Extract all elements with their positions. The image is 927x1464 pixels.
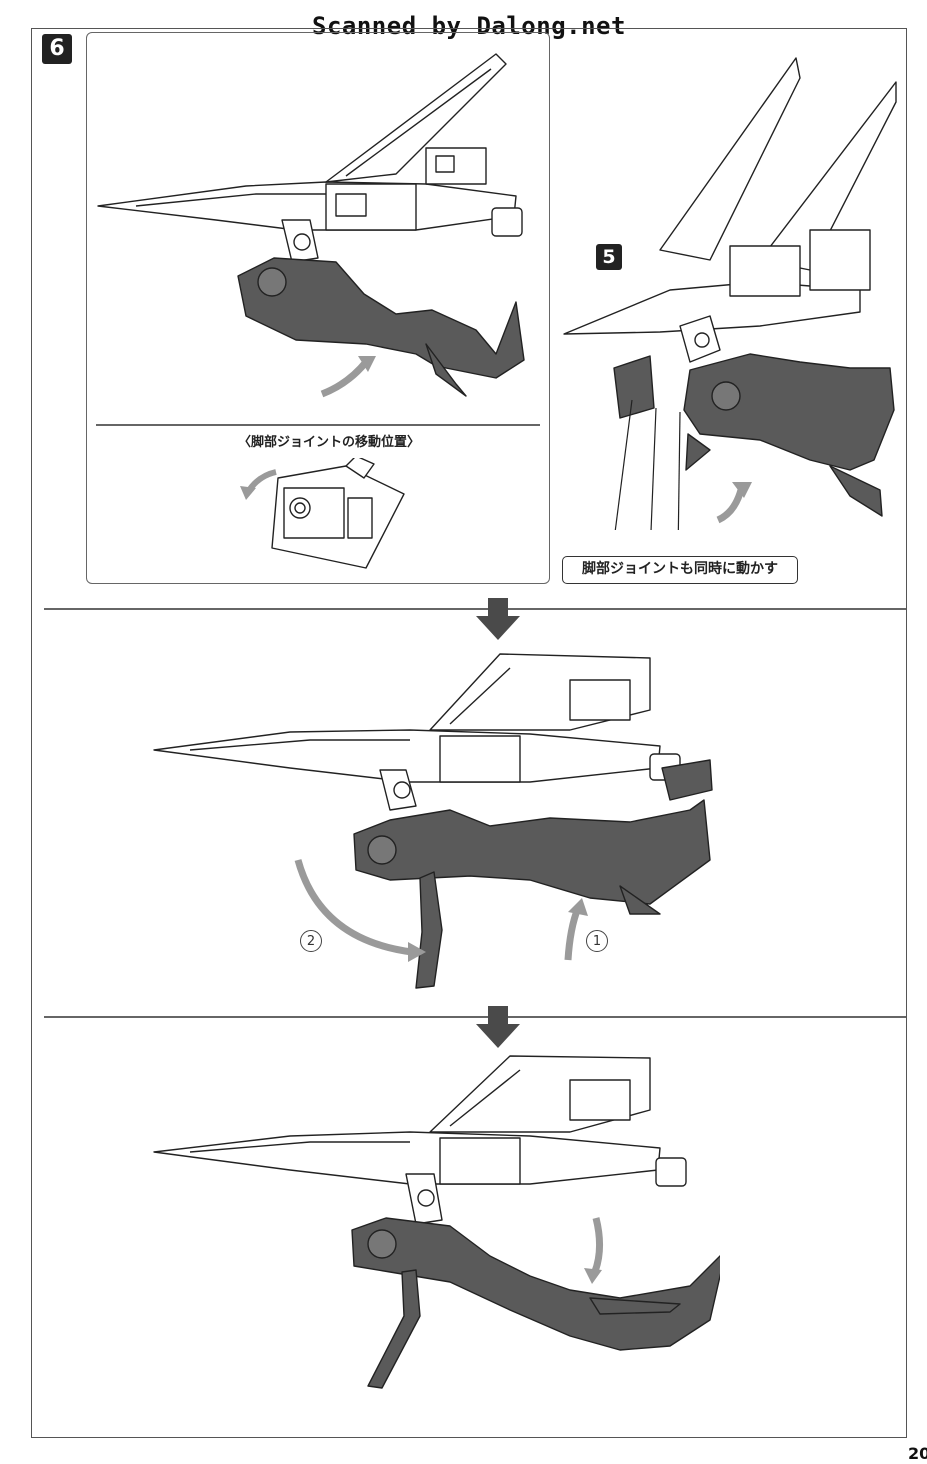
curved-arrow-icon xyxy=(590,1217,603,1276)
step-6-main-illustration xyxy=(97,53,525,398)
arrow-down-icon xyxy=(476,1006,520,1048)
step-6-panel xyxy=(86,32,550,584)
page-number: 20 xyxy=(908,1444,927,1463)
step-number-5: 5 xyxy=(596,244,622,270)
curved-arrow-icon xyxy=(320,359,369,398)
page-frame xyxy=(31,28,907,1438)
inner-divider xyxy=(96,424,540,426)
joint-position-caption: 〈脚部ジョイントの移動位置〉 xyxy=(238,435,421,450)
joint-position-inset xyxy=(240,458,405,569)
arrow-down-icon xyxy=(476,598,520,640)
watermark-text: Scanned by Dalong.net xyxy=(312,12,626,40)
joint-move-callout: 脚部ジョイントも同時に動かす xyxy=(562,556,798,584)
curved-arrow-icon xyxy=(716,485,746,524)
middle-step-illustration xyxy=(153,653,713,989)
section-divider-1 xyxy=(44,608,906,610)
curved-arrow-icon xyxy=(564,906,582,961)
step-number-6: 6 xyxy=(42,34,72,64)
order-mark-1: 1 xyxy=(586,930,608,952)
order-mark-2: 2 xyxy=(300,930,322,952)
curved-arrow-icon xyxy=(294,859,413,956)
bottom-step-illustration xyxy=(153,1055,720,1389)
step-5-illustration xyxy=(563,57,897,530)
section-divider-2 xyxy=(44,1016,906,1018)
